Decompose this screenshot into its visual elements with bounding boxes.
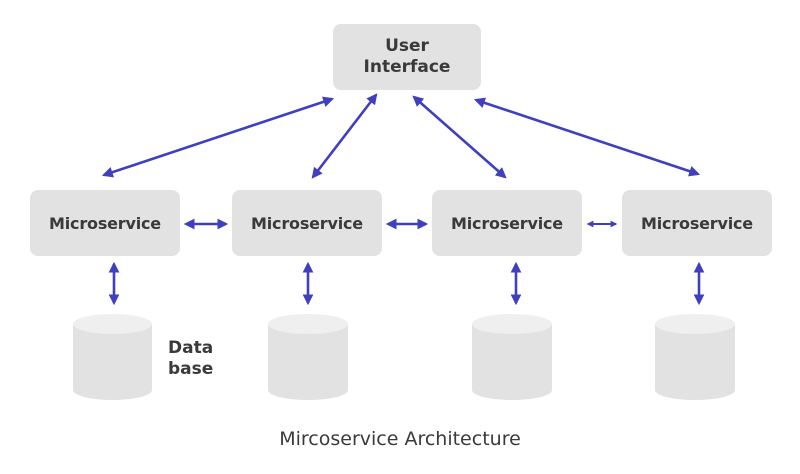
user-interface-label-line2: Interface bbox=[363, 57, 451, 77]
database-1 bbox=[73, 314, 152, 400]
arrow-ui-ms3 bbox=[412, 95, 507, 179]
user-interface-label-line1: User bbox=[385, 36, 429, 56]
diagram-caption: Mircoservice Architecture bbox=[279, 428, 521, 450]
microservice-label: Microservice bbox=[49, 213, 161, 233]
arrow-ui-ms1 bbox=[101, 96, 335, 178]
arrow-ui-ms4 bbox=[473, 97, 701, 177]
microservice-label: Microservice bbox=[641, 213, 753, 233]
arrow-ui-ms2 bbox=[311, 93, 378, 179]
microservice-label: Microservice bbox=[451, 213, 563, 233]
database-label-line1: Data bbox=[168, 338, 214, 358]
database-label-line2: base bbox=[168, 359, 214, 379]
database-2 bbox=[268, 314, 348, 400]
microservice-box-3: Microservice bbox=[432, 190, 582, 256]
microservice-box-4: Microservice bbox=[622, 190, 772, 256]
database-label: Data base bbox=[168, 338, 213, 380]
user-interface-box: User Interface bbox=[333, 24, 481, 90]
database-4 bbox=[655, 314, 735, 400]
microservice-label: Microservice bbox=[251, 213, 363, 233]
microservice-box-2: Microservice bbox=[232, 190, 382, 256]
microservice-box-1: Microservice bbox=[30, 190, 180, 256]
database-3 bbox=[472, 314, 552, 400]
